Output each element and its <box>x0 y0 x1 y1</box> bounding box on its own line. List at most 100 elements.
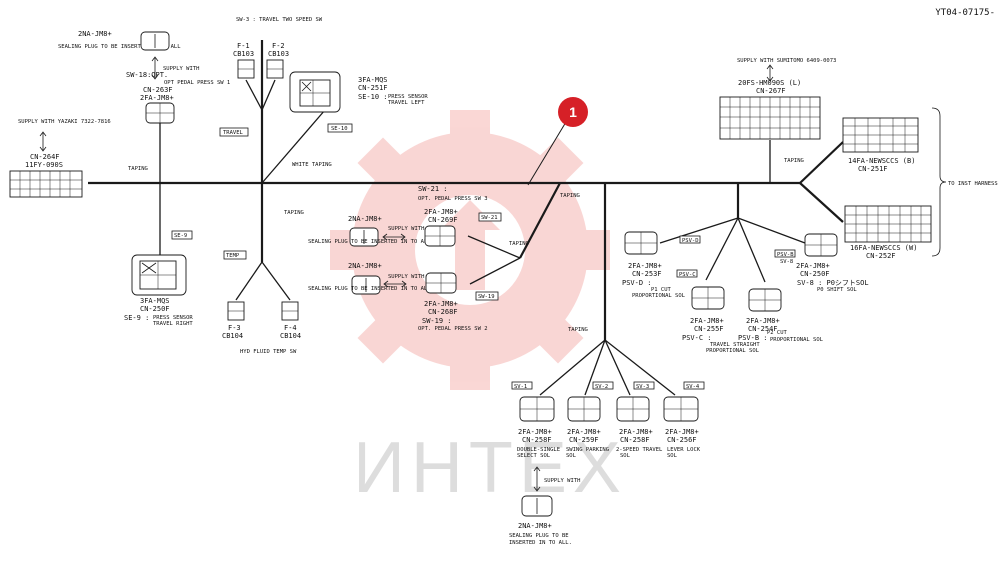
cn263-connector <box>145 102 175 124</box>
cn258a-connector <box>519 396 555 422</box>
mid-plug2-note: SEALING PLUG TO BE INSERTED IN TO ALL <box>308 286 431 292</box>
cn264-type: 11FY-090S <box>25 161 63 169</box>
cn264-name: CN-264F <box>30 153 60 161</box>
cn252-connector <box>844 205 932 243</box>
cn250f-name: CN-250F <box>800 270 830 278</box>
se10-label: SE-10 : <box>358 93 388 101</box>
cn255-name: CN-255F <box>694 325 724 333</box>
cn250f-connector <box>804 233 838 257</box>
cn250-name: CN-250F <box>140 305 170 313</box>
mid-supply-2: SUPPLY WITH <box>388 274 424 280</box>
psvb-label: PSV-B : <box>738 334 768 342</box>
taping-cn267: TAPING <box>784 158 804 164</box>
sv2-desc1: SWING PARKING <box>566 447 609 453</box>
sw18-title: SW-18:OPT. <box>126 71 168 79</box>
sumitomo-note: SUPPLY WITH SUMITOMO 6409-0073 <box>737 58 836 64</box>
cn255-connector <box>691 286 725 310</box>
sw3-note: SW-3 : TRAVEL TWO SPEED SW <box>236 17 323 23</box>
cn255-type: 2FA-JM8+ <box>690 317 724 325</box>
se9-desc1: PRESS SENSOR <box>153 315 193 321</box>
top-plug-note: SEALING PLUG TO BE INSERTED IN TO ALL <box>58 44 181 50</box>
cn254-name: CN-254F <box>748 325 778 333</box>
sw19-tag: SW-19 <box>478 294 495 300</box>
f3-connector <box>227 301 245 321</box>
cn250f-type: 2FA-JM8+ <box>796 262 830 270</box>
f4-name: F-4 <box>284 324 297 332</box>
taping-center: TAPING <box>284 210 304 216</box>
psvd-tag: PSV-D <box>682 238 699 244</box>
bottom-plug-note2: INSERTED IN TO ALL. <box>509 540 572 546</box>
f1-connector <box>237 59 255 79</box>
se9-tag: SE-9 <box>174 233 187 239</box>
cn252-type: 16FA-NEWSCCS (W) <box>850 244 917 252</box>
cn250-sensor-connector <box>131 254 187 296</box>
sv1-desc1: DOUBLE-SINGLE <box>517 447 560 453</box>
cn258b-type: 2FA-JM8+ <box>619 428 653 436</box>
top-plug-name: 2NA-JM8+ <box>78 30 112 38</box>
cn254-connector <box>748 288 782 312</box>
psvb-desc1: P2 CUT <box>767 330 788 336</box>
f3-cb: CB104 <box>222 332 243 340</box>
cn252-name: CN-252F <box>866 252 896 260</box>
psvc-desc2: PROPORTIONAL SOL <box>706 348 760 354</box>
psvc-desc1: TRAVEL STRAIGHT <box>710 342 760 348</box>
cn259-type: 2FA-JM8+ <box>567 428 601 436</box>
f4-connector <box>281 301 299 321</box>
bottom-plug-connector <box>521 495 553 517</box>
mid-plug1-note: SEALING PLUG TO BE INSERTED IN TO ALL <box>308 239 431 245</box>
cn251-sensor-connector <box>289 71 341 113</box>
cn258b-name: CN-258F <box>620 436 650 444</box>
cn253-name: CN-253F <box>632 270 662 278</box>
gear-watermark-icon <box>330 110 610 390</box>
sw19-desc: OPT. PEDAL PRESS SW 2 <box>418 326 488 332</box>
f4-cb: CB104 <box>280 332 301 340</box>
top-supply-with: SUPPLY WITH <box>163 66 199 72</box>
sv1-desc2: SELECT SOL <box>517 453 551 459</box>
supply-arrow-icon-5 <box>766 64 774 82</box>
cn269-name: CN-269F <box>428 216 458 224</box>
sv1-tag: SV-1 <box>514 384 527 390</box>
top-plug-connector <box>140 31 170 51</box>
cn251-name: CN-251F <box>358 84 388 92</box>
cn251f-connector <box>842 117 919 153</box>
cn258a-name: CN-258F <box>522 436 552 444</box>
cn268-name: CN-268F <box>428 308 458 316</box>
cn254-type: 2FA-JM8+ <box>746 317 780 325</box>
f2-name: F-2 <box>272 42 285 50</box>
white-taping: WHITE TAPING <box>292 162 332 168</box>
se10-tag: SE-10 <box>331 126 348 132</box>
f1-cb: CB103 <box>233 50 254 58</box>
callout-circle[interactable] <box>558 97 588 127</box>
callout-number: 1 <box>569 104 577 120</box>
harness-bracket <box>931 107 947 257</box>
mid-plug2-connector <box>351 275 381 295</box>
cn258a-type: 2FA-JM8+ <box>518 428 552 436</box>
cn253-connector <box>624 231 658 255</box>
cn256-connector <box>663 396 699 422</box>
psvc-tag: PSV-C <box>679 272 696 278</box>
sw21-desc: OPT. PEDAL PRESS SW 3 <box>418 196 488 202</box>
psvd-desc2: PROPORTIONAL SOL <box>632 293 686 299</box>
cn267-type: 20FS-HM090S (L) <box>738 79 801 87</box>
psvb-tag: PSV-B <box>777 252 794 258</box>
cn250-type: 3FA-MQS <box>140 297 170 305</box>
hyd-temp: HYD FLUID TEMP SW <box>240 349 297 355</box>
f2-cb: CB103 <box>268 50 289 58</box>
cn263-type: 2FA-JM8+ <box>140 94 174 102</box>
taping-left: TAPING <box>128 166 148 172</box>
sv2-desc2: SOL <box>566 453 577 459</box>
cn269-connector <box>424 225 456 247</box>
taping-bottom: TAPING <box>568 327 588 333</box>
mid-plug2-name: 2NA-JM8+ <box>348 262 382 270</box>
bottom-supply: SUPPLY WITH <box>544 478 580 484</box>
document-id: YT04-07175- <box>935 8 995 18</box>
se10-desc1: PRESS SENSOR <box>388 94 428 100</box>
psvd-desc1: P1 CUT <box>651 287 672 293</box>
f1-name: F-1 <box>237 42 250 50</box>
supply-arrow-icon-4 <box>383 280 407 288</box>
sv2-tag: SV-2 <box>595 384 608 390</box>
se10-desc2: TRAVEL LEFT <box>388 100 425 106</box>
bottom-plug-name: 2NA-JM8+ <box>518 522 552 530</box>
f3-name: F-3 <box>228 324 241 332</box>
